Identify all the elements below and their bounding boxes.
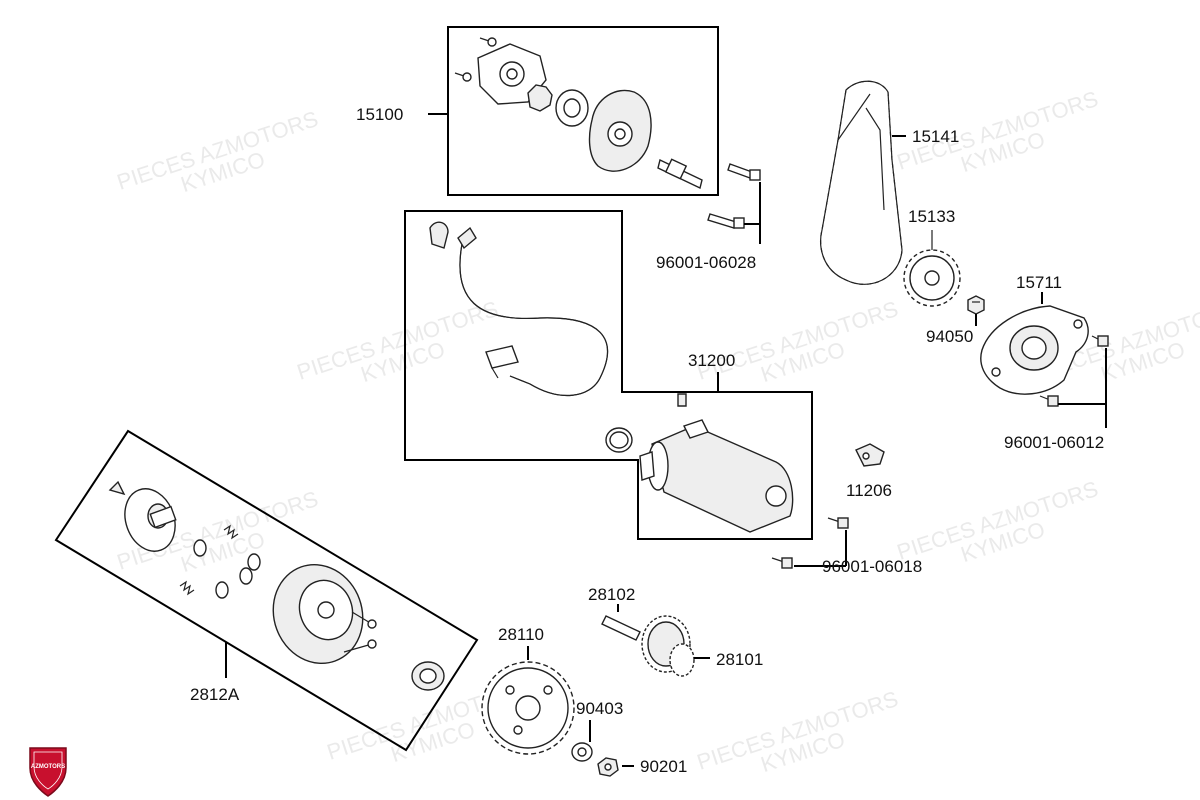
label-11206[interactable]: 11206: [846, 481, 892, 500]
label-31200[interactable]: 31200: [688, 351, 735, 370]
bolt-icon: [1091, 335, 1109, 347]
part-11206-clip[interactable]: [855, 443, 885, 467]
cable-boot-icon: [429, 221, 449, 249]
label-28101[interactable]: 28101: [716, 650, 763, 669]
bolt-icon: [707, 213, 745, 229]
part-96001-06018-bolts[interactable]: [771, 517, 849, 569]
inner-rotor-icon: [527, 84, 553, 112]
part-28110-starter-gear[interactable]: [481, 646, 575, 755]
bolt-icon: [727, 163, 761, 181]
clip-icon: [855, 443, 885, 467]
nut-icon: [967, 295, 985, 315]
spring-icon: [179, 524, 239, 596]
part-94050-nut[interactable]: [967, 295, 985, 315]
label-96001-06028[interactable]: 96001-06028: [656, 253, 756, 272]
shaft-icon: [601, 615, 641, 641]
label-90201[interactable]: 90201: [640, 757, 687, 776]
gear-icon: [669, 643, 695, 677]
label-15141[interactable]: 15141: [912, 127, 959, 146]
part-90201-nut[interactable]: [597, 757, 634, 777]
chain-icon: [820, 80, 903, 285]
key-icon: [108, 480, 126, 496]
azmotors-logo: AZMOTORS: [29, 747, 67, 797]
bolt-icon: [343, 611, 377, 653]
label-2812A[interactable]: 2812A: [190, 685, 240, 704]
screw-icon: [454, 37, 497, 82]
callout-labels: 15100 15141 15133 96001-06028 15711 9405…: [190, 105, 1104, 776]
label-96001-06012[interactable]: 96001-06012: [1004, 433, 1104, 452]
label-15100[interactable]: 15100: [356, 105, 403, 124]
label-94050[interactable]: 94050: [926, 327, 973, 346]
part-15100-oil-pump[interactable]: [447, 26, 719, 196]
part-15711-cover[interactable]: [980, 292, 1089, 395]
bolt-icon: [827, 517, 849, 529]
box-15100: [447, 26, 719, 196]
logo-text: AZMOTORS: [31, 764, 65, 770]
part-96001-06012-bolts[interactable]: [1039, 335, 1109, 428]
label-90403[interactable]: 90403: [576, 699, 623, 718]
screw-icon: [677, 393, 687, 407]
bolt-icon: [771, 557, 793, 569]
shield-icon: [29, 747, 67, 797]
part-31200-starter-motor[interactable]: [404, 210, 813, 540]
label-28102[interactable]: 28102: [588, 585, 635, 604]
label-15133[interactable]: 15133: [908, 207, 955, 226]
part-28102-shaft[interactable]: [601, 604, 641, 641]
roller-icon: [193, 539, 261, 599]
bolt-icon: [1039, 395, 1059, 407]
part-90403-washer[interactable]: [571, 720, 593, 762]
box-31200: [404, 210, 813, 540]
starter-motor-icon: [651, 425, 794, 533]
cable-terminal-icon: [485, 345, 519, 369]
label-28110[interactable]: 28110: [498, 625, 544, 644]
box-2812A: [54, 429, 479, 752]
part-28101-idle-gear[interactable]: [641, 615, 710, 677]
label-15711[interactable]: 15711: [1016, 273, 1062, 292]
part-15133-sprocket[interactable]: [903, 230, 961, 307]
part-15141-timing-chain[interactable]: [820, 80, 903, 285]
part-2812A-starter-clutch[interactable]: [54, 429, 479, 752]
label-96001-06018[interactable]: 96001-06018: [822, 557, 922, 576]
part-96001-06028-bolts[interactable]: [707, 163, 761, 244]
cable-terminal-icon: [457, 226, 477, 250]
